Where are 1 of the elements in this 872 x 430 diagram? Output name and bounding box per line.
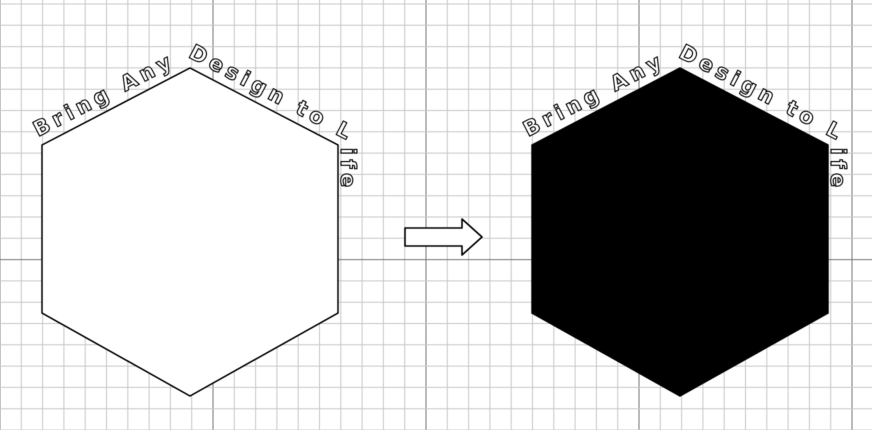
block-arrow (404, 218, 483, 256)
